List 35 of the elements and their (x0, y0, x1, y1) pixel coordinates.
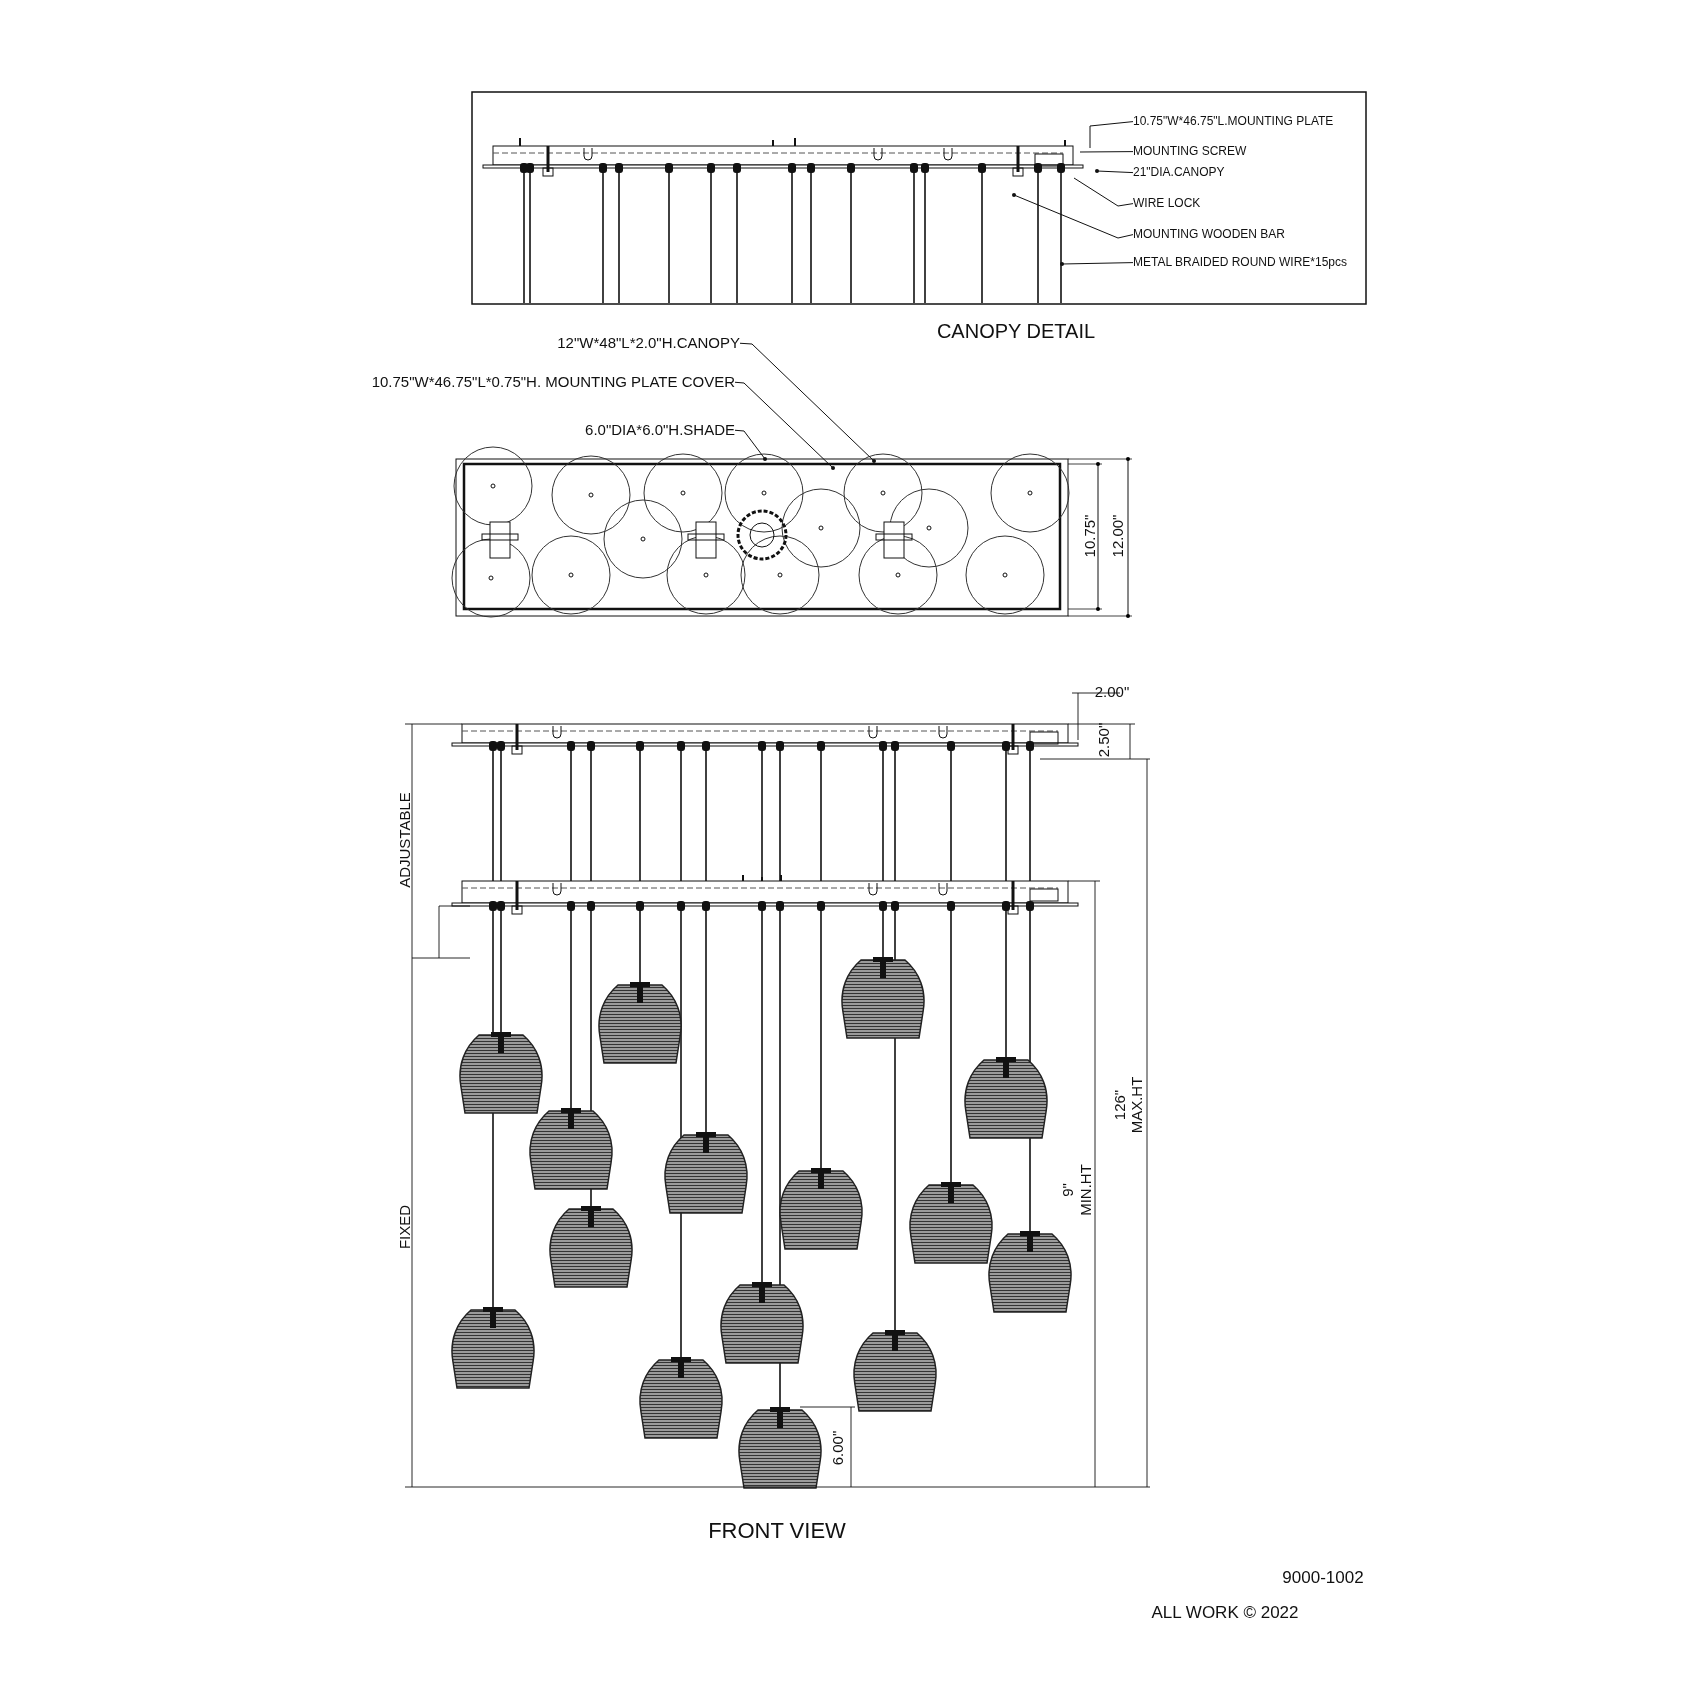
callout-label: WIRE LOCK (1133, 197, 1201, 211)
leader-line (1079, 151, 1134, 153)
canopy-plan-drawing (451, 446, 1070, 618)
leader-line (734, 429, 767, 461)
dimension-label: 10.75" (1081, 514, 1099, 558)
callout-label: 21"DIA.CANOPY (1133, 166, 1225, 180)
dimension-label: 2.50" (1095, 722, 1113, 758)
callout-label: 10.75"W*46.75"L.MOUNTING PLATE (1133, 115, 1334, 129)
leader-line (1089, 121, 1134, 149)
leader-line (739, 342, 876, 463)
dimension-label: 12.00" (1109, 514, 1127, 558)
footer-text: 9000-1002 (1282, 1568, 1364, 1588)
dimension-label: 2.00" (1094, 683, 1130, 701)
dimension-label: 6.00" (829, 1430, 847, 1466)
leader-line (1060, 262, 1134, 266)
callout-label: 6.0"DIA*6.0"H.SHADE (585, 422, 735, 439)
leader-line (1073, 177, 1134, 207)
callout-label: METAL BRAIDED ROUND WIRE*15pcs (1133, 256, 1348, 270)
callout-label: 12"W*48"L*2.0"H.CANOPY (557, 335, 740, 352)
leader-line (734, 381, 835, 470)
callout-label: 10.75"W*46.75"L*0.75"H. MOUNTING PLATE COVER (371, 374, 735, 391)
callout-label: MOUNTING SCREW (1133, 145, 1247, 159)
view-title: CANOPY DETAIL (936, 320, 1096, 342)
dimension-label: MIN.HT (1077, 1164, 1095, 1216)
zone-label: FIXED (396, 1204, 414, 1250)
callout-label: MOUNTING WOODEN BAR (1133, 228, 1285, 242)
view-title: FRONT VIEW (708, 1518, 846, 1544)
footer-text: ALL WORK © 2022 (1151, 1604, 1299, 1623)
dimension-label: 126" (1111, 1089, 1129, 1121)
leader-line (1012, 193, 1134, 239)
canopy-detail-drawing (482, 137, 1084, 304)
dimension-label: MAX.HT (1128, 1076, 1146, 1134)
dimension-label: 9" (1059, 1183, 1077, 1197)
zone-label: ADJUSTABLE (396, 792, 414, 888)
leader-line (1095, 169, 1134, 174)
